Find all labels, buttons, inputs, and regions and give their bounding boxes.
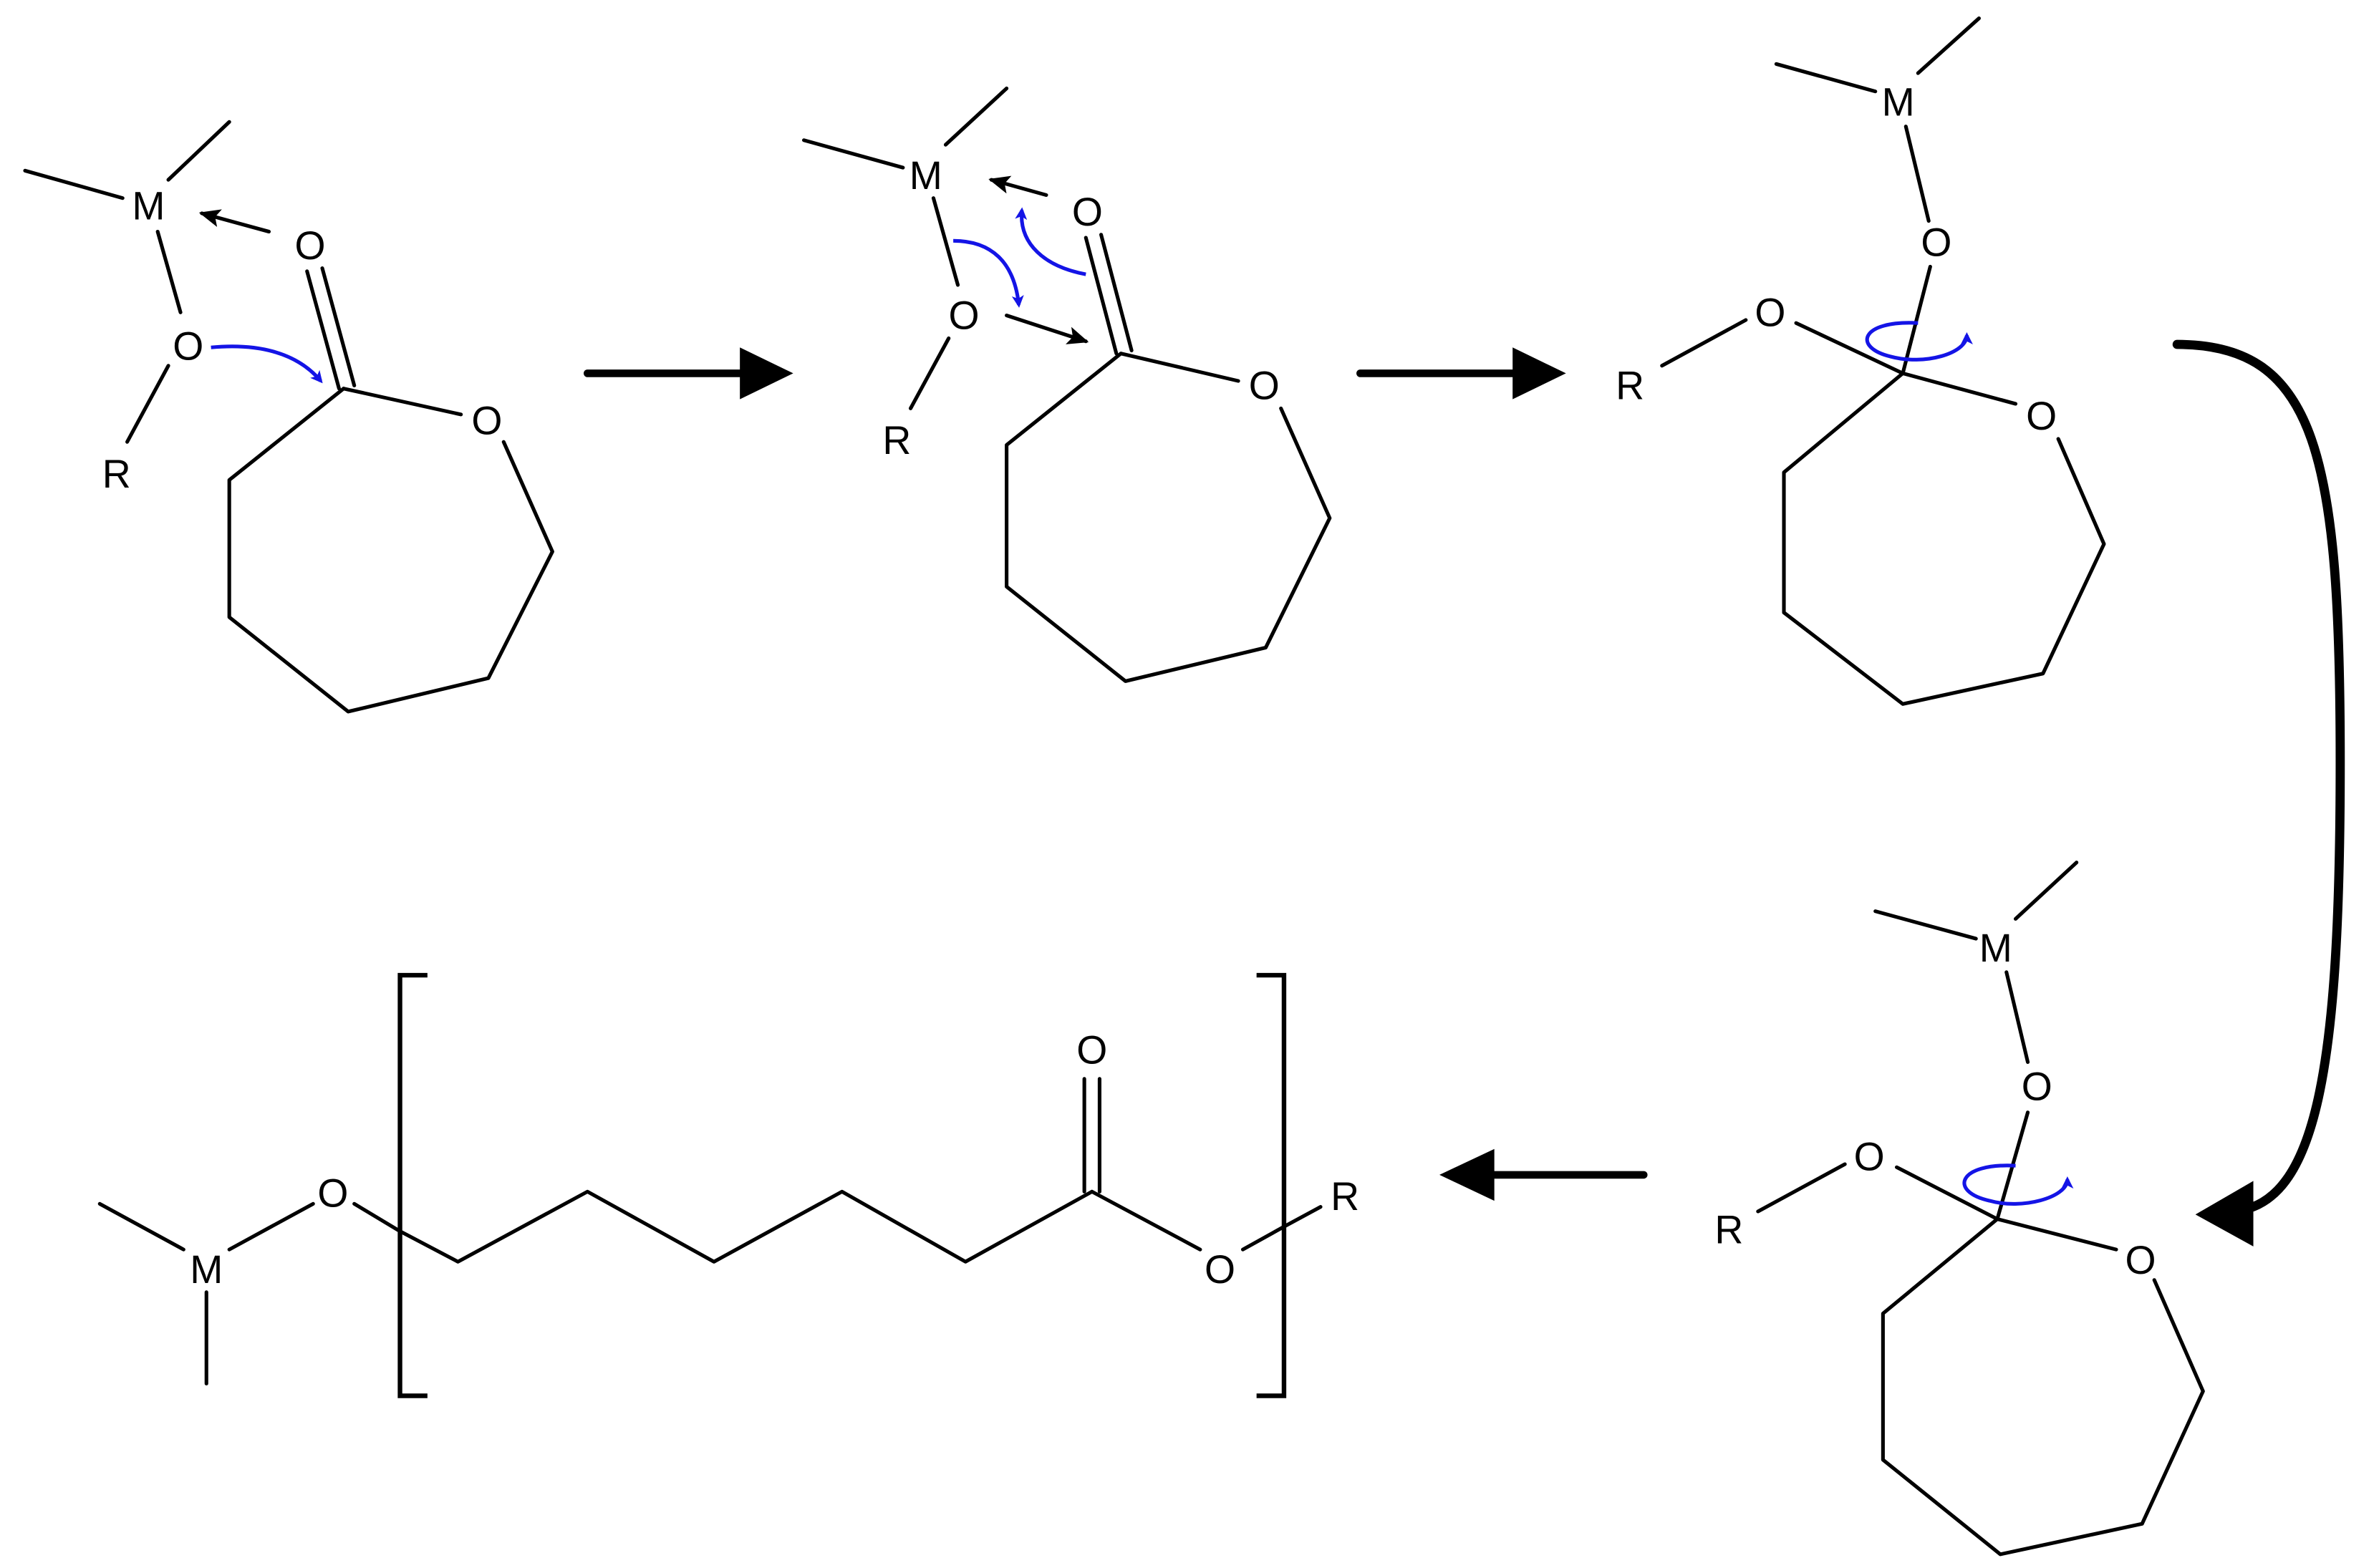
atom-R: R	[882, 418, 911, 463]
atom-M: M	[132, 183, 165, 228]
reaction-arrow-4	[1439, 1148, 1495, 1201]
atom-R: R	[1714, 1208, 1743, 1252]
atom-O: O	[317, 1171, 348, 1216]
atom-O-ester: O	[1205, 1247, 1235, 1292]
atom-O-carbonyl: O	[1076, 1028, 1107, 1073]
right-bracket	[1256, 972, 1287, 1398]
atom-R: R	[102, 452, 131, 496]
structure-2-four-center-transition: M O R O O	[801, 86, 1332, 683]
atom-O-alkoxy: O	[1755, 290, 1785, 334]
atom-M: M	[1882, 80, 1915, 125]
atom-O-carbonyl: O	[1072, 190, 1103, 234]
atom-R: R	[1616, 364, 1644, 408]
atom-M: M	[909, 153, 942, 198]
reaction-arrow-3	[2195, 1181, 2254, 1247]
electron-push-arrow-1	[953, 238, 1024, 308]
structure-3-bonds	[1660, 16, 2106, 706]
structure-1-bonds	[23, 120, 554, 714]
structure-3-tetrahedral-intermediate: M O O R O	[1616, 16, 2106, 706]
atom-O: O	[2022, 1065, 2052, 1109]
atom-O: O	[173, 324, 203, 368]
electron-push-arrow-2	[1015, 207, 1086, 276]
atom-O-carbonyl: O	[294, 223, 325, 268]
atom-O-alkoxy: O	[1854, 1135, 1885, 1179]
structure-5-bonds	[97, 1077, 1323, 1386]
structure-2-bonds	[801, 86, 1332, 683]
atom-R: R	[1331, 1174, 1359, 1219]
left-bracket	[397, 972, 428, 1398]
atom-M: M	[1979, 926, 2012, 970]
coordination-arrow	[198, 209, 271, 234]
nucleophilic-attack-arrow	[1005, 314, 1089, 344]
reaction-arrow-1	[740, 347, 793, 400]
reaction-arrow-2	[1512, 347, 1566, 400]
atom-O: O	[1921, 221, 1951, 265]
structure-4-ring-opening: M O O R O	[1714, 861, 2205, 1557]
atom-M: M	[190, 1247, 223, 1292]
rotation-arrow	[1962, 1163, 2074, 1206]
atom-O-ring: O	[1249, 364, 1280, 408]
structure-1-catalyst-monomer: M O R O O	[23, 120, 554, 714]
atom-O-ring: O	[2026, 394, 2057, 438]
atom-O-ring: O	[2125, 1238, 2156, 1282]
electron-push-arrow	[211, 344, 323, 384]
coordination-arrow	[988, 175, 1048, 197]
structure-5-polycaprolactone: M O O O R	[97, 972, 1359, 1398]
rotation-arrow	[1865, 321, 1973, 362]
atom-O-ring: O	[471, 399, 502, 443]
structure-4-bonds	[1756, 861, 2205, 1557]
atom-O: O	[948, 294, 979, 338]
